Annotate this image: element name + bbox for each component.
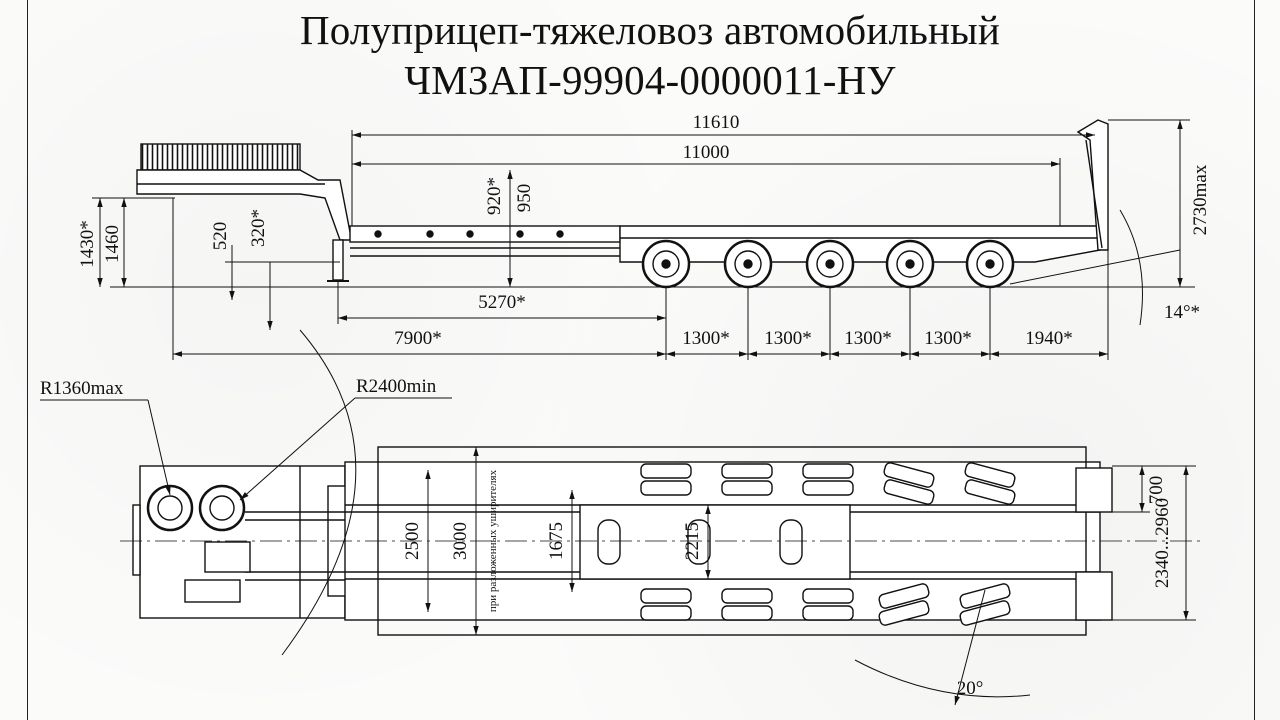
title-line-2: ЧМЗАП-99904-0000011-НУ [404, 57, 896, 103]
dim-front-to-axle: 7900* [394, 328, 442, 349]
turning-radius-arc [281, 329, 357, 656]
dim-axle-spacing-3: 1300* [844, 328, 892, 349]
wheel-1 [641, 239, 691, 289]
ramp-top-upper [1075, 467, 1113, 513]
dim-platform-length: 11000 [683, 142, 730, 163]
front-wheel-left [146, 484, 194, 532]
dim-ramp-width: 700 [1146, 476, 1167, 505]
dim-steer-angle: 20° [957, 678, 984, 699]
side-view [110, 119, 1195, 289]
front-wheel-right [198, 484, 246, 532]
top-wheels-lower [640, 583, 1011, 626]
wheel-4 [885, 239, 935, 289]
dim-coupling-height: 1460 [102, 225, 123, 263]
landing-gear [332, 239, 344, 281]
top-wheels-upper [640, 462, 1016, 505]
dim-axle-spacing-1: 1300* [682, 328, 730, 349]
note-widener: при разложенных уширителях [487, 469, 499, 612]
dim-turning-radius: R2400min [356, 376, 437, 397]
dim-platform-width: 3000 [450, 522, 471, 560]
dim-inner-width: 1675 [546, 522, 567, 560]
sheet-border-left [27, 0, 28, 720]
dim-track-width: 2500 [402, 522, 423, 560]
dim-rear-overhang: 1940* [1025, 328, 1073, 349]
side-dimensions [92, 119, 1190, 360]
wheel-5 [965, 239, 1015, 289]
ramp-top-lower [1075, 571, 1113, 621]
dim-axle-spacing-2: 1300* [764, 328, 812, 349]
dim-landing-gear-height: 520 [210, 222, 231, 251]
dim-kingpin-to-axle: 5270* [478, 292, 526, 313]
top-view [120, 329, 1200, 706]
sheet-border-right [1254, 0, 1255, 720]
wheel-3 [805, 239, 855, 289]
dim-platform-height-loaded: 920* [484, 177, 505, 215]
axle-frame [619, 225, 1101, 263]
dim-ramp-angle: 14°* [1164, 302, 1200, 323]
dim-frame-width: 2215 [682, 522, 703, 560]
main-deck [349, 225, 621, 243]
dim-ramp-height: 2730max [1190, 164, 1211, 235]
dim-ramp-spacing: 2340...2960 [1152, 498, 1173, 588]
top-dimension-labels: R1360max R2400min 2500 3000 при разложен… [40, 376, 1173, 699]
wheel-2 [723, 239, 773, 289]
dim-front-radius: R1360max [40, 378, 124, 399]
top-dimensions [40, 397, 1196, 635]
dim-overall-length: 11610 [693, 112, 740, 133]
dim-axle-spacing-4: 1300* [924, 328, 972, 349]
dim-landing-gear-height-loaded: 320* [248, 209, 269, 247]
dim-platform-height: 950 [514, 184, 535, 213]
side-dimension-labels: 11610 11000 2730max 14°* 1430* 1460 520 … [77, 112, 1211, 349]
title-line-1: Полуприцеп-тяжеловоз автомобильный [299, 7, 1001, 53]
dim-coupling-height-loaded: 1430* [77, 220, 98, 268]
gooseneck-grate [140, 143, 301, 171]
